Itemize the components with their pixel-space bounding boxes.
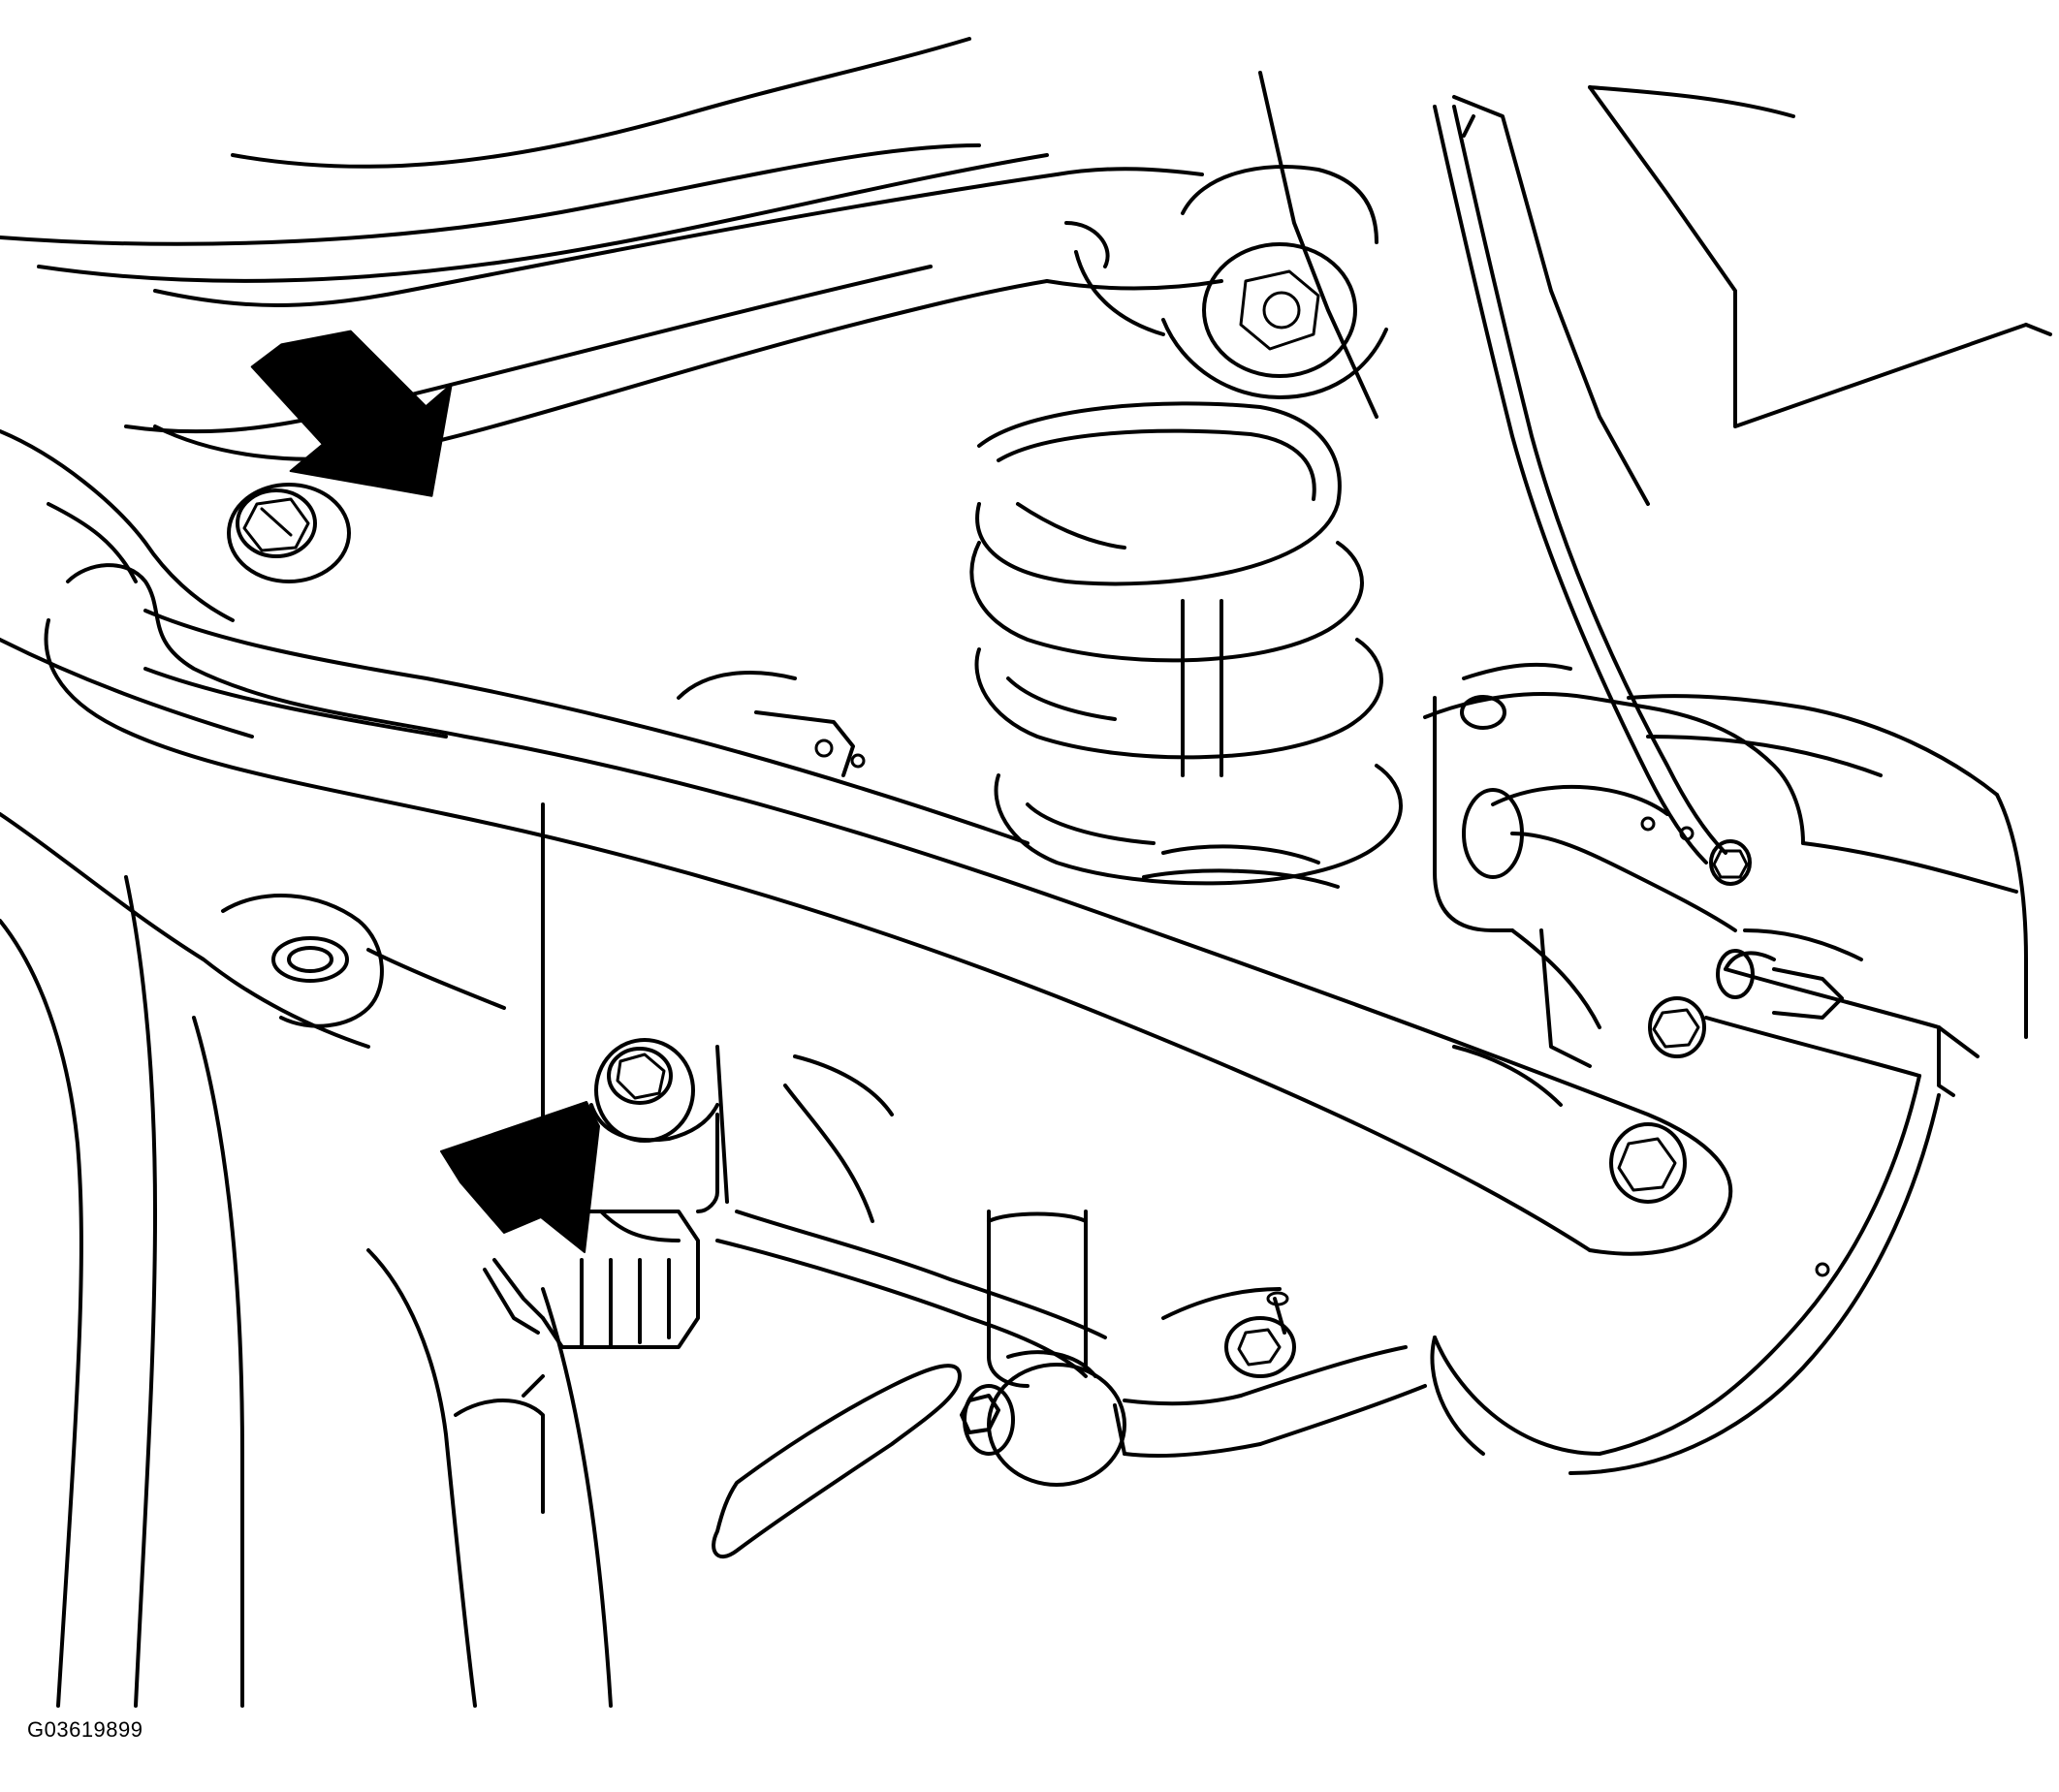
top-mount-nut bbox=[1161, 165, 1388, 399]
knuckle-assembly bbox=[1423, 662, 1863, 1068]
body-panel-lines bbox=[0, 37, 2052, 1708]
upper-control-arm bbox=[124, 167, 1223, 461]
stabilizer-link bbox=[960, 1210, 1427, 1487]
figure-id-label: G03619899 bbox=[27, 1717, 143, 1742]
subframe bbox=[221, 802, 1107, 1378]
lower-bolt-arrow bbox=[440, 1101, 600, 1253]
brake-hose bbox=[1433, 105, 1727, 865]
strut-lower-mount bbox=[1142, 844, 1340, 889]
callout-arrows bbox=[250, 330, 600, 1253]
caliper-bolts bbox=[1609, 839, 1752, 1204]
brake-caliper bbox=[1430, 694, 2028, 1475]
lower-control-arm bbox=[44, 563, 1733, 1256]
lower-bracket bbox=[483, 1113, 719, 1349]
lower-rod bbox=[454, 1364, 962, 1558]
upper-bolt-arrow bbox=[250, 330, 453, 497]
upper-mounting-bolt bbox=[227, 483, 351, 583]
coil-spring bbox=[969, 401, 1403, 886]
lower-mounting-bolt bbox=[589, 1038, 719, 1143]
lower-arm-stud bbox=[1161, 1287, 1296, 1378]
